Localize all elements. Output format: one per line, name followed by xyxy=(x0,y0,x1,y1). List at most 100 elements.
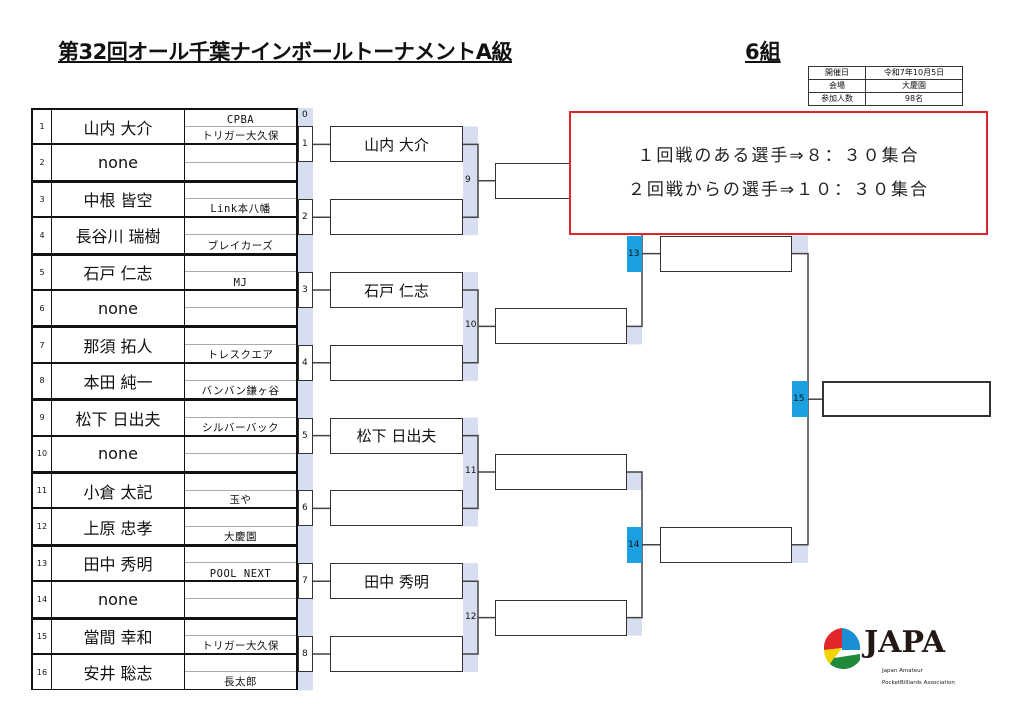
match-number: 11 xyxy=(465,466,477,476)
connector-strip xyxy=(463,417,478,527)
connector-strip xyxy=(792,544,808,563)
club-top xyxy=(185,256,296,273)
club-top xyxy=(185,547,296,564)
player-name: 那須 拓人 xyxy=(52,328,185,362)
player-number: 12 xyxy=(33,509,52,544)
match-number-box: 4 xyxy=(298,344,313,381)
player-club: ブレイカーズ xyxy=(185,218,296,252)
club-top xyxy=(185,291,296,309)
round1-winner-box[interactable]: 石戸 仁志 xyxy=(330,272,463,308)
player-number: 2 xyxy=(33,145,52,180)
player-name: none xyxy=(52,436,185,471)
club-bottom xyxy=(185,308,296,325)
player-number: 7 xyxy=(33,328,52,362)
round1-winner-box[interactable]: 山内 大介 xyxy=(330,126,463,163)
club-bottom: トレスクエア xyxy=(207,348,274,361)
match-number-box: 3 xyxy=(298,272,313,308)
round1-winner-box[interactable] xyxy=(330,636,463,672)
player-number: 13 xyxy=(33,546,52,581)
player-number: 9 xyxy=(33,401,52,435)
connector-strip xyxy=(627,617,642,636)
connector-strip xyxy=(463,272,478,381)
club-bottom xyxy=(185,599,296,616)
club-top xyxy=(185,474,296,491)
club-top xyxy=(185,364,296,381)
round1-winner-box[interactable]: 松下 日出夫 xyxy=(330,417,463,454)
club-bottom xyxy=(185,163,296,180)
champion-box[interactable] xyxy=(822,381,991,418)
logo-text: JAPA xyxy=(861,625,946,660)
player-name: 松下 日出夫 xyxy=(52,401,185,435)
player-club: 玉や xyxy=(185,474,296,507)
info-value: 98名 xyxy=(865,92,963,106)
club-bottom xyxy=(185,454,296,471)
club-bottom: 長太郎 xyxy=(224,676,257,689)
player-number: 8 xyxy=(33,363,52,399)
round3-winner-box[interactable] xyxy=(660,526,792,563)
notice-box: １回戦のある選手⇒８：３０集合 ２回戦からの選手⇒１０：３０集合 xyxy=(569,111,988,235)
match-number-box: 6 xyxy=(298,490,313,527)
table-side-strip xyxy=(298,108,313,691)
player-number: 4 xyxy=(33,218,52,253)
player-number: 14 xyxy=(33,582,52,617)
player-club: 長太郎 xyxy=(185,655,296,689)
match-number-badge: 13 xyxy=(627,235,642,272)
club-bottom: POOL NEXT xyxy=(209,568,272,581)
match-number: 12 xyxy=(465,611,477,622)
player-name: 石戸 仁志 xyxy=(52,255,185,289)
match-number: 10 xyxy=(465,320,477,331)
round3-winner-box[interactable] xyxy=(660,235,792,272)
player-name: none xyxy=(52,582,185,617)
page-title: 第32回オール千葉ナインボールトーナメントA級 xyxy=(58,40,512,64)
match-number-box: 1 xyxy=(298,126,313,163)
club-top xyxy=(185,582,296,600)
player-name: 山内 大介 xyxy=(52,110,185,144)
round2-winner-box[interactable] xyxy=(495,308,627,345)
club-bottom: Link本八幡 xyxy=(210,203,271,216)
round1-winner-box[interactable] xyxy=(330,344,463,381)
player-name: 本田 純一 xyxy=(52,363,185,399)
match-number: 9 xyxy=(465,174,471,185)
connector-strip xyxy=(627,472,642,490)
player-name: 田中 秀明 xyxy=(52,546,185,581)
connector-strip xyxy=(463,126,478,236)
club-top xyxy=(185,655,296,673)
club-top xyxy=(185,328,296,346)
round1-winner-box[interactable] xyxy=(330,490,463,527)
club-top xyxy=(185,145,296,163)
japa-logo-icon: JAPA Japan Amateur PocketBilliards Assoc… xyxy=(823,625,955,686)
round1-winner-box[interactable] xyxy=(330,199,463,236)
club-top xyxy=(185,183,296,200)
club-bottom: ブレイカーズ xyxy=(207,239,274,252)
player-club xyxy=(185,145,296,179)
player-club: シルバーバック xyxy=(185,401,296,434)
round2-winner-box[interactable] xyxy=(495,454,627,490)
player-club xyxy=(185,582,296,616)
connector-strip xyxy=(792,235,808,254)
player-club xyxy=(185,291,296,325)
round2-winner-box[interactable] xyxy=(495,599,627,636)
player-name: 小倉 太記 xyxy=(52,474,185,508)
round1-winner-box[interactable]: 田中 秀明 xyxy=(330,563,463,600)
connector-strip xyxy=(627,326,642,345)
player-number: 15 xyxy=(33,619,52,653)
club-top xyxy=(185,620,296,637)
notice-line-1: １回戦のある選手⇒８：３０集合 xyxy=(637,146,920,166)
player-club: POOL NEXT xyxy=(185,547,296,580)
player-number: 1 xyxy=(33,110,52,144)
table-number-zero: 0 xyxy=(302,110,308,120)
